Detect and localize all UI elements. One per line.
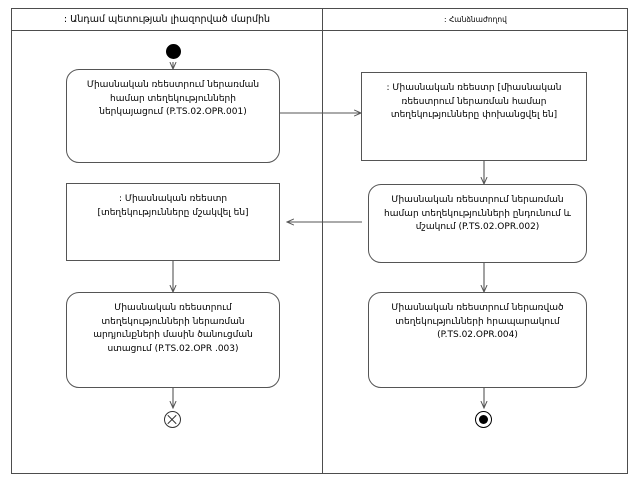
action-node-opr-004[interactable]: Միասնական ռեեստրում ներառված տեղեկությու… — [368, 292, 587, 388]
initial-node — [166, 44, 181, 59]
activity-final-node — [475, 411, 492, 428]
action-node-opr-003[interactable]: Միասնական ռեեստրում տեղեկությունների ներ… — [66, 292, 280, 388]
object-node-information-processed[interactable]: : Միասնական ռեեստր [տեղեկությունները մշա… — [66, 183, 280, 261]
action-node-opr-001[interactable]: Միասնական ռեեստրում ներառման համար տեղեկ… — [66, 69, 280, 163]
flow-final-node — [164, 411, 181, 428]
object-node-information-transferred[interactable]: : Միասնական ռեեստր [միասնական ռեեստրում … — [361, 72, 587, 161]
lane-title-commission: : Հանձնաժողով — [444, 15, 507, 24]
swimlane-divider — [322, 8, 323, 474]
action-node-opr-002[interactable]: Միասնական ռեեստրում ներառման համար տեղեկ… — [368, 184, 587, 263]
swimlane-header-row — [11, 8, 628, 31]
lane-title-member-state: : Անդամ պետության լիազորված մարմին — [63, 14, 271, 25]
